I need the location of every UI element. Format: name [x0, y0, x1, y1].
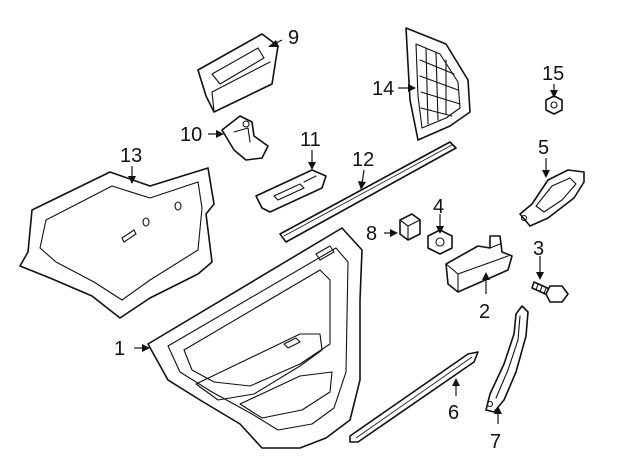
callout-11: 11: [300, 129, 321, 151]
callout-3: 3: [533, 238, 544, 260]
callout-12: 12: [352, 149, 374, 171]
callout-15: 15: [542, 63, 564, 85]
part-8-clip: [399, 213, 421, 241]
callout-9: 9: [288, 27, 299, 49]
part-13-water-shield: [19, 167, 215, 319]
callout-5: 5: [538, 137, 549, 159]
part-6-lower-molding: [349, 351, 479, 443]
part-11-switch-bezel: [255, 169, 327, 213]
part-15-nut: [545, 95, 563, 115]
callout-1: 1: [114, 338, 125, 360]
part-9-handle-bezel: [197, 33, 279, 113]
part-14-speaker-grille: [405, 27, 471, 141]
part-2-bracket: [445, 235, 513, 293]
callout-8: 8: [366, 223, 377, 245]
callout-2: 2: [479, 301, 490, 323]
part-3-bolt: [531, 281, 569, 303]
part-10-bracket: [221, 115, 269, 161]
part-5-pull-handle: [519, 169, 585, 227]
callout-numbers: 1 2 3 4 5 6 7 8 9 10 11 12 13 14 15: [114, 27, 564, 453]
callout-4: 4: [433, 196, 444, 218]
callout-13: 13: [120, 145, 142, 167]
callout-7: 7: [490, 431, 501, 453]
callout-10: 10: [180, 124, 202, 146]
part-1-door-trim-panel: [147, 227, 363, 449]
leader-lines: [128, 39, 558, 424]
part-4-nut: [427, 229, 453, 255]
part-7-vertical-trim: [485, 305, 529, 413]
part-12-belt-molding: [279, 141, 457, 243]
callout-6: 6: [448, 402, 459, 424]
callout-14: 14: [372, 78, 394, 100]
